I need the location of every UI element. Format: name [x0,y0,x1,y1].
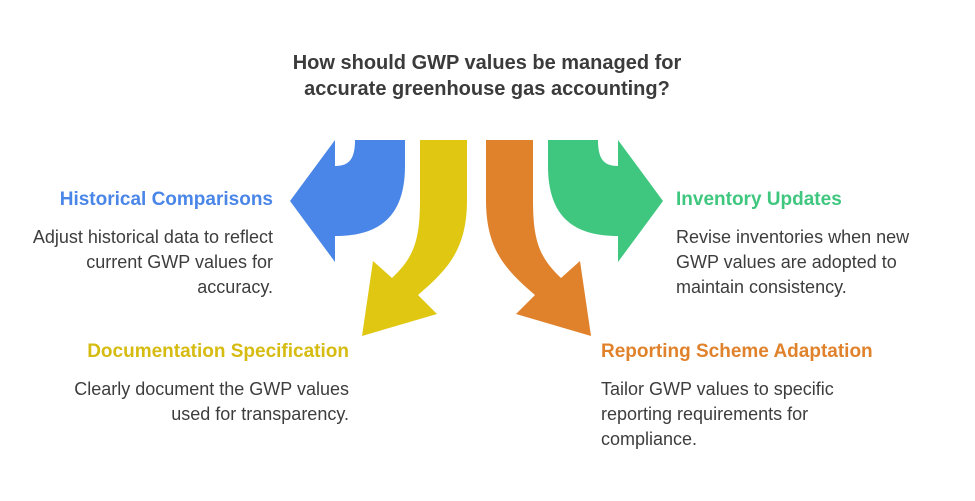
inventory-updates-description: Revise inventories when new GWP values a… [676,227,910,297]
documentation-arrow [362,140,467,336]
diagram-question: How should GWP values be managed for acc… [292,52,682,100]
reporting-scheme-adaptation-block: Reporting Scheme Adaptation Tailor GWP v… [601,340,901,452]
historical-arrow [290,140,405,262]
reporting-arrow [486,140,591,336]
historical-comparisons-title: Historical Comparisons [59,189,273,210]
documentation-specification-title: Documentation Specification [87,341,349,362]
reporting-scheme-adaptation-title: Reporting Scheme Adaptation [601,341,873,362]
reporting-scheme-adaptation-description: Tailor GWP values to specific reporting … [601,379,834,449]
inventory-updates-title: Inventory Updates [676,189,842,210]
historical-comparisons-block: Historical Comparisons Adjust historical… [20,188,273,300]
inventory-arrow [548,140,663,262]
historical-comparisons-description: Adjust historical data to reflect curren… [32,227,273,297]
inventory-updates-block: Inventory Updates Revise inventories whe… [676,188,956,300]
documentation-specification-description: Clearly document the GWP values used for… [74,379,349,424]
documentation-specification-block: Documentation Specification Clearly docu… [40,340,349,427]
